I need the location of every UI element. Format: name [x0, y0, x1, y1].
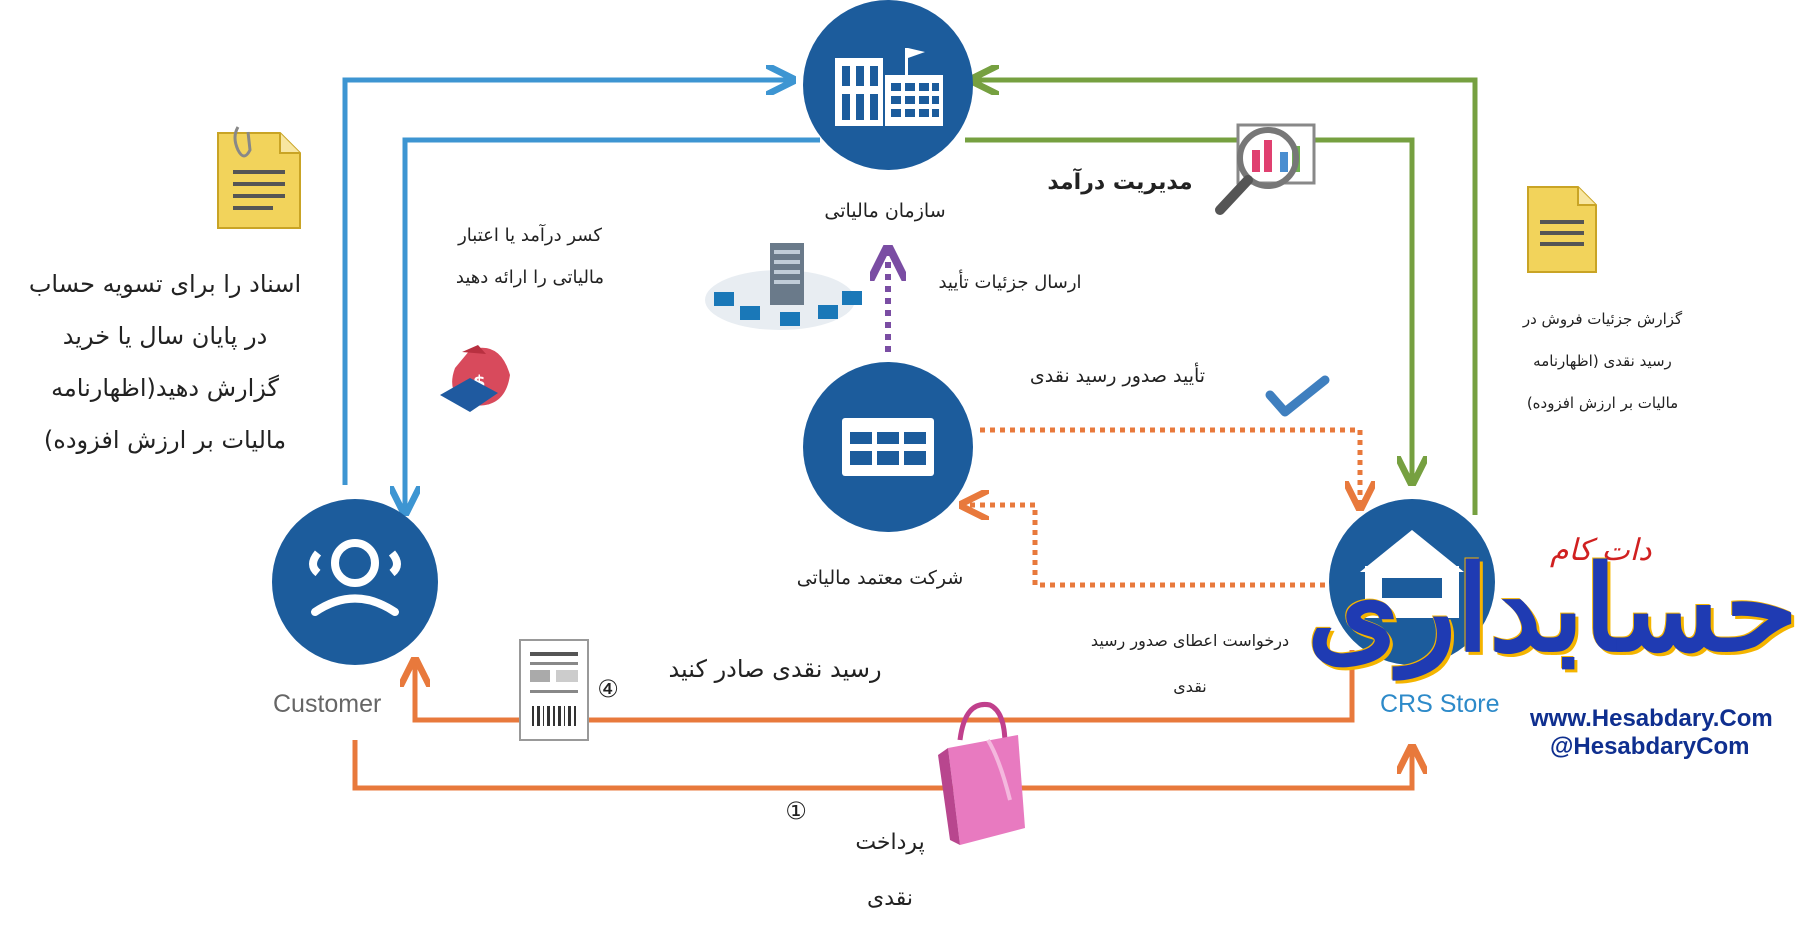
receipt-icon [519, 639, 589, 741]
tax-org-label: سازمان مالیاتی [824, 200, 946, 222]
arrow-taxorg-to-customer [405, 137, 820, 510]
analytics-icon [1215, 123, 1316, 215]
logo-url: www.Hesabdary.Com [1530, 705, 1773, 732]
tax-company-label: شرکت معتمد مالیاتی [796, 567, 964, 589]
customer-label: Customer [273, 690, 382, 718]
logo-subtitle: دات کام [1550, 533, 1652, 568]
submit-documents-label: اسناد را برای تسویه حساب در پایان سال یا… [28, 270, 302, 454]
cash-payment-label: پرداخت نقدی [855, 830, 925, 911]
step-4-marker: ④ [597, 675, 619, 703]
arrow-store-to-taxcompany [965, 505, 1325, 588]
customer-node [272, 499, 438, 665]
arrow-customer-to-store [352, 740, 1412, 791]
send-details-label: ارسال جزئیات تأیید [938, 272, 1082, 293]
arrow-store-to-taxorg [975, 80, 1478, 515]
document-icon [1527, 186, 1597, 273]
checkmark-icon [1265, 375, 1330, 417]
store-label: CRS Store [1380, 690, 1500, 718]
arrow-taxorg-to-store [965, 137, 1412, 480]
issue-receipt-label: رسید نقدی صادر کنید [668, 655, 882, 683]
tax-company-node [803, 362, 973, 532]
arrow-store-to-customer [415, 650, 1355, 723]
shopping-bag-icon [938, 701, 1025, 845]
store-icon [1360, 530, 1464, 618]
report-sales-label: گزارش جزئیات فروش در رسید نقدی (اظهارنام… [1522, 310, 1683, 412]
money-bag-icon: $ [440, 345, 510, 412]
deduct-credit-label: کسر درآمد یا اعتبار مالیاتی را ارائه دهی… [455, 225, 605, 288]
people-icon [309, 539, 401, 616]
logo-wordmark: حسابداری [1306, 539, 1798, 678]
logo-handle: @HesabdaryCom [1550, 733, 1750, 760]
document-icon [217, 126, 301, 229]
revenue-management-label: مدیریت درآمد [1047, 170, 1193, 195]
tax-org-node [803, 0, 973, 170]
step-1-marker: ① [785, 797, 807, 825]
arrow-customer-to-taxorg [342, 80, 790, 485]
hesabdary-logo: دات کام حسابداری www.Hesabdary.Com @Hesa… [1307, 525, 1798, 775]
store-node [1329, 499, 1495, 665]
confirm-receipt-label: تأیید صدور رسید نقدی [1029, 365, 1206, 387]
request-receipt-label: درخواست اعطای صدور رسید نقدی [1090, 631, 1290, 696]
arrow-taxcompany-to-store [980, 427, 1360, 505]
datacenter-icon [705, 243, 862, 330]
ledger-icon [842, 418, 934, 476]
